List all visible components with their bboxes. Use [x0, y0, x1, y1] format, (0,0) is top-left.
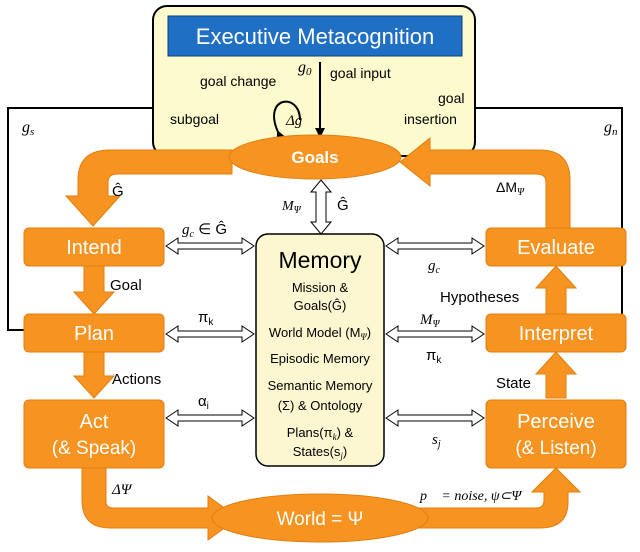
- act-to-world-arrow: [81, 467, 239, 541]
- perceive-label: Perceive: [517, 411, 595, 433]
- world-label: World = Ψ: [277, 509, 364, 530]
- actions-arrow-label: Actions: [112, 371, 161, 388]
- act-label: Act: [80, 411, 109, 433]
- perceive-to-interpret-arrow: [534, 351, 578, 399]
- noise-label: p⃗ = noise, ψ⊂Ψ: [419, 489, 522, 504]
- g-hat-left-label: Ĝ: [112, 183, 124, 200]
- speak-label: (& Speak): [52, 438, 136, 459]
- intend-memory-arrow: [165, 237, 255, 255]
- memory-item-goals: Goals(Ĝ): [294, 298, 347, 313]
- memory-item-world-model: World Model (MΨ): [269, 325, 371, 342]
- plan-memory-arrow: [165, 325, 255, 343]
- goals-node: [228, 134, 402, 180]
- gc-in-ghat-label: gc ∈ Ĝ: [182, 221, 227, 240]
- intend-label: Intend: [66, 237, 122, 259]
- listen-label: (& Listen): [515, 438, 596, 459]
- hypotheses-arrow-label: Hypotheses: [440, 289, 519, 306]
- plan-to-act-arrow: [72, 351, 116, 399]
- memory-item-mission: Mission &: [292, 280, 349, 295]
- gs-label: gs: [22, 119, 34, 138]
- m-psi-right-label: MΨ: [419, 312, 441, 330]
- m-psi-center-label: MΨ: [281, 199, 302, 216]
- goals-to-intend-arrow: [64, 149, 233, 227]
- interpret-memory-arrow: [385, 325, 485, 343]
- gn-label: gn: [604, 119, 618, 138]
- world-node: [211, 493, 429, 543]
- pi-k-left-label: πk: [198, 309, 214, 328]
- act-memory-arrow: [165, 409, 255, 427]
- subgoal-label: subgoal: [170, 111, 219, 127]
- goal-insertion-label-2: insertion: [404, 111, 457, 127]
- g0-label: g0: [298, 59, 312, 78]
- interpret-label: Interpret: [519, 323, 594, 345]
- memory-item-episodic: Episodic Memory: [270, 351, 370, 366]
- perceive-memory-arrow: [385, 409, 485, 427]
- memory-item-states: States(sj): [293, 444, 348, 461]
- memory-item-ontology: (Σ) & Ontology: [278, 398, 363, 413]
- alpha-i-label: αi: [198, 393, 209, 412]
- executive-metacognition-header: [167, 15, 463, 57]
- gc-right-label: gc: [428, 258, 441, 276]
- executive-title: Executive Metacognition: [196, 24, 434, 49]
- world-to-perceive-arrow: [403, 467, 582, 529]
- goal-change-label: goal change: [200, 73, 277, 89]
- delta-m-psi-label: ΔMΨ: [496, 179, 525, 198]
- goals-memory-double-arrow: [309, 179, 333, 235]
- evaluate-label: Evaluate: [517, 237, 595, 259]
- memory-item-plans: Plans(πk) &: [287, 425, 354, 442]
- s-j-label: sj: [432, 432, 441, 450]
- delta-g-label: Δg: [285, 113, 303, 129]
- goal-change-loop: [273, 100, 301, 142]
- memory-box: [255, 233, 385, 467]
- goals-label: Goals: [291, 148, 338, 167]
- delta-psi-label: ΔΨ: [111, 482, 133, 498]
- plan-label: Plan: [74, 323, 114, 345]
- goal-insertion-label-1: goal: [438, 90, 464, 106]
- memory-item-semantic: Semantic Memory: [268, 378, 373, 393]
- g-hat-center-label: Ĝ: [337, 197, 349, 214]
- goal-input-label: goal input: [330, 65, 391, 81]
- intend-to-plan-arrow: [72, 265, 116, 315]
- evaluate-memory-arrow: [385, 237, 485, 255]
- goal-arrow-label: Goal: [110, 277, 142, 294]
- evaluate-to-goals-arrow: [399, 136, 571, 229]
- state-arrow-label: State: [496, 375, 531, 392]
- exchange-arrows: [165, 237, 485, 427]
- memory-title: Memory: [278, 247, 362, 273]
- interpret-to-evaluate-arrow: [534, 265, 578, 315]
- pi-k-right-label: πk: [426, 347, 442, 366]
